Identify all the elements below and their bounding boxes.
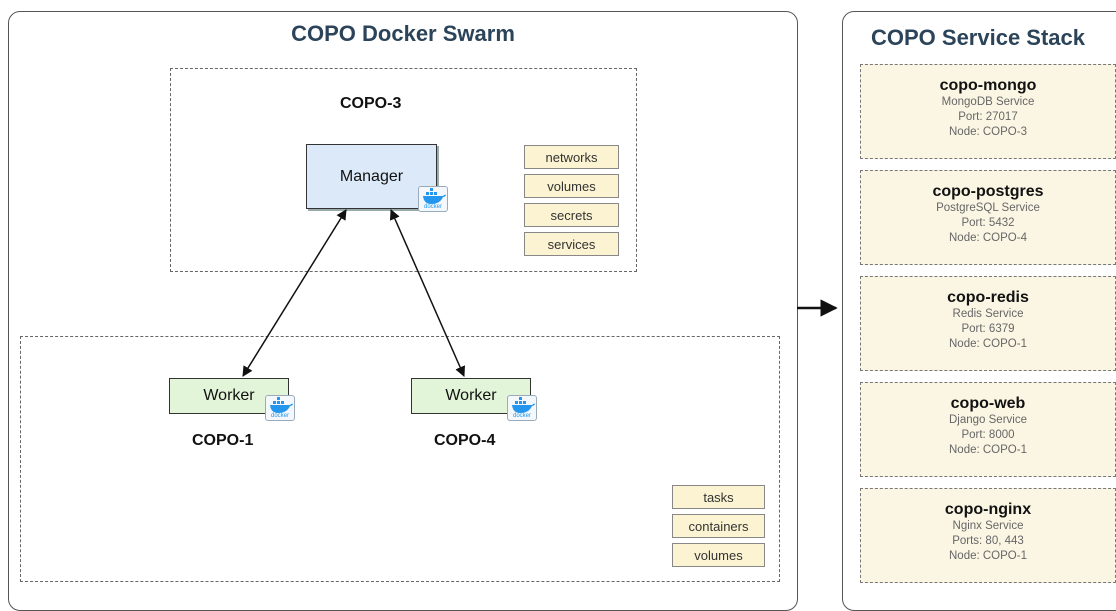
service-card-postgres: copo-postgres PostgreSQL Service Port: 5… — [860, 170, 1116, 265]
resource-tag-services: services — [524, 232, 619, 256]
resource-tag-secrets: secrets — [524, 203, 619, 227]
docker-whale-icon: docker — [507, 395, 537, 421]
service-card-nginx: copo-nginx Nginx Service Ports: 80, 443 … — [860, 488, 1116, 583]
service-desc: MongoDB Service — [941, 96, 1035, 108]
docker-badge-text: docker — [270, 413, 289, 419]
service-name: copo-redis — [947, 289, 1029, 306]
service-desc: PostgreSQL Service — [936, 202, 1040, 214]
service-name: copo-postgres — [932, 183, 1044, 200]
docker-badge-text: docker — [423, 204, 442, 210]
worker-node-label-copo-4: COPO-4 — [434, 432, 496, 449]
resource-tag-containers: containers — [672, 514, 765, 538]
service-node: Node: COPO-1 — [949, 338, 1027, 350]
service-desc: Redis Service — [952, 308, 1024, 320]
service-desc: Django Service — [949, 414, 1027, 426]
resource-tag-volumes: volumes — [524, 174, 619, 198]
resource-tag-volumes: volumes — [672, 543, 765, 567]
docker-badge-text: docker — [512, 413, 531, 419]
docker-whale-icon: docker — [265, 395, 295, 421]
service-card-redis: copo-redis Redis Service Port: 6379 Node… — [860, 276, 1116, 371]
service-port: Port: 27017 — [958, 111, 1018, 123]
service-port: Port: 8000 — [961, 429, 1015, 441]
manager-box: Manager — [306, 144, 437, 209]
service-card-web: copo-web Django Service Port: 8000 Node:… — [860, 382, 1116, 477]
service-node: Node: COPO-1 — [949, 444, 1027, 456]
swarm-title: COPO Docker Swarm — [291, 21, 515, 46]
resource-tag-tasks: tasks — [672, 485, 765, 509]
service-node: Node: COPO-4 — [949, 232, 1027, 244]
docker-whale-icon: docker — [418, 186, 448, 212]
service-desc: Nginx Service — [952, 520, 1024, 532]
service-name: copo-web — [950, 395, 1026, 412]
manager-node-label: COPO-3 — [340, 95, 402, 112]
service-name: copo-nginx — [944, 501, 1032, 518]
service-name: copo-mongo — [939, 77, 1037, 94]
service-node: Node: COPO-1 — [949, 550, 1027, 562]
stack-title: COPO Service Stack — [871, 25, 1086, 50]
worker-label: Worker — [203, 387, 255, 404]
worker-zone — [20, 336, 780, 582]
service-port: Port: 6379 — [961, 323, 1015, 335]
worker-node-label-copo-1: COPO-1 — [192, 432, 254, 449]
service-port: Ports: 80, 443 — [952, 535, 1024, 547]
worker-label: Worker — [445, 387, 497, 404]
service-node: Node: COPO-3 — [949, 126, 1027, 138]
resource-tag-networks: networks — [524, 145, 619, 169]
manager-label: Manager — [339, 167, 404, 185]
service-port: Port: 5432 — [961, 217, 1015, 229]
service-card-mongo: copo-mongo MongoDB Service Port: 27017 N… — [860, 64, 1116, 159]
